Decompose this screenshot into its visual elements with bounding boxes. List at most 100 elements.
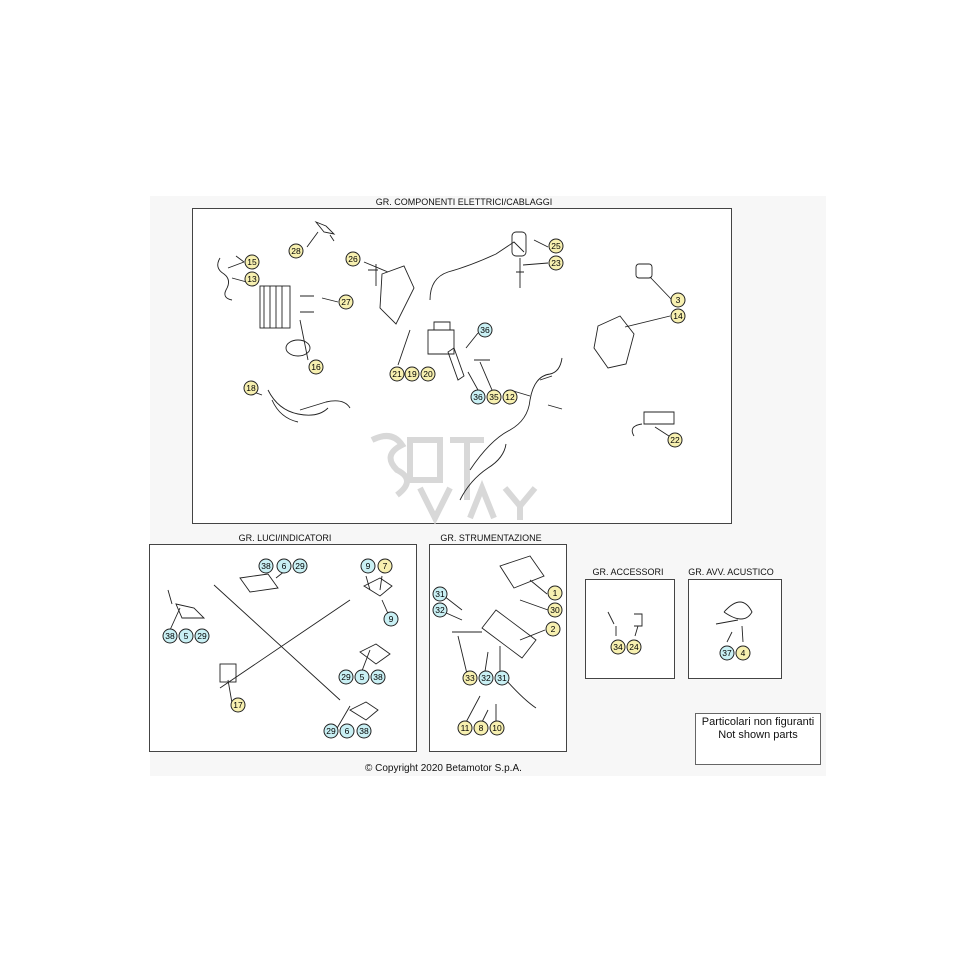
callout-badge: 9 (360, 558, 376, 574)
callout-num: 38 (261, 561, 271, 571)
callout-badge: 38 (370, 669, 386, 685)
callout-badge: 7 (377, 558, 393, 574)
callout-num: 29 (326, 726, 336, 736)
callout-badge: 27 (338, 294, 354, 310)
callout-num: 33 (465, 673, 475, 683)
callout-num: 19 (407, 369, 417, 379)
panel-cablaggi (192, 208, 732, 524)
callout-badge: 15 (244, 254, 260, 270)
callout-num: 31 (435, 589, 445, 599)
not-shown-title-it: Particolari non figuranti (701, 716, 815, 728)
title-cablaggi: GR. COMPONENTI ELETTRICI/CABLAGGI (375, 197, 553, 207)
callout-badge: 6 (276, 558, 292, 574)
callout-badge: 16 (308, 359, 324, 375)
title-acustico: GR. AVV. ACUSTICO (688, 567, 774, 577)
callout-num: 3 (676, 295, 681, 305)
callout-num: 34 (613, 642, 623, 652)
callout-num: 7 (383, 561, 388, 571)
panel-acustico (688, 579, 782, 679)
callout-badge: 32 (432, 602, 448, 618)
callout-badge: 38 (356, 723, 372, 739)
callout-num: 21 (392, 369, 402, 379)
callout-badge: 8 (473, 720, 489, 736)
panel-accessori (585, 579, 675, 679)
callout-badge: 38 (258, 558, 274, 574)
callout-badge: 33 (462, 670, 478, 686)
callout-num: 36 (473, 392, 483, 402)
callout-num: 29 (295, 561, 305, 571)
callout-badge: 14 (670, 308, 686, 324)
watermark-logo (370, 433, 538, 525)
callout-badge: 19 (404, 366, 420, 382)
callout-badge: 5 (178, 628, 194, 644)
callout-badge: 37 (719, 645, 735, 661)
callout-num: 32 (481, 673, 491, 683)
callout-num: 24 (629, 642, 639, 652)
callout-num: 26 (348, 254, 358, 264)
callout-badge: 25 (548, 238, 564, 254)
callout-num: 9 (389, 614, 394, 624)
panel-strumentazione (429, 544, 567, 752)
callout-num: 29 (197, 631, 207, 641)
callout-num: 14 (673, 311, 683, 321)
callout-badge: 6 (339, 723, 355, 739)
callout-num: 38 (373, 672, 383, 682)
title-strumentazione: GR. STRUMENTAZIONE (440, 533, 542, 543)
callout-badge: 29 (194, 628, 210, 644)
callout-num: 11 (461, 723, 470, 733)
callout-num: 25 (551, 241, 561, 251)
callout-badge: 31 (494, 670, 510, 686)
callout-badge: 12 (502, 389, 518, 405)
callout-badge: 30 (547, 602, 563, 618)
callout-badge: 23 (548, 255, 564, 271)
callout-num: 10 (492, 723, 502, 733)
callout-num: 18 (246, 383, 256, 393)
callout-num: 5 (360, 672, 365, 682)
callout-num: 6 (282, 561, 287, 571)
callout-badge: 32 (478, 670, 494, 686)
callout-num: 27 (341, 297, 351, 307)
callout-badge: 35 (486, 389, 502, 405)
callout-num: 36 (480, 325, 490, 335)
callout-badge: 21 (389, 366, 405, 382)
title-accessori: GR. ACCESSORI (592, 567, 664, 577)
callout-num: 2 (551, 624, 556, 634)
callout-badge: 31 (432, 586, 448, 602)
callout-badge: 38 (162, 628, 178, 644)
callout-num: 15 (247, 257, 257, 267)
callout-badge: 29 (323, 723, 339, 739)
callout-badge: 18 (243, 380, 259, 396)
callout-badge: 24 (626, 639, 642, 655)
callout-badge: 10 (489, 720, 505, 736)
callout-badge: 5 (354, 669, 370, 685)
callout-badge: 36 (477, 322, 493, 338)
callout-num: 35 (489, 392, 499, 402)
callout-badge: 36 (470, 389, 486, 405)
callout-num: 29 (341, 672, 351, 682)
callout-badge: 29 (292, 558, 308, 574)
callout-num: 22 (670, 435, 680, 445)
callout-num: 4 (741, 648, 746, 658)
callout-badge: 34 (610, 639, 626, 655)
callout-num: 17 (233, 700, 243, 710)
not-shown-title-en: Not shown parts (718, 729, 798, 741)
callout-badge: 2 (545, 621, 561, 637)
callout-num: 12 (505, 392, 515, 402)
title-luci: GR. LUCI/INDICATORI (238, 533, 332, 543)
callout-badge: 17 (230, 697, 246, 713)
callout-badge: 1 (547, 585, 563, 601)
callout-num: 5 (184, 631, 189, 641)
callout-badge: 3 (670, 292, 686, 308)
callout-num: 6 (345, 726, 350, 736)
callout-num: 16 (311, 362, 321, 372)
callout-badge: 11 (457, 720, 473, 736)
callout-num: 31 (497, 673, 507, 683)
callout-badge: 4 (735, 645, 751, 661)
callout-num: 38 (359, 726, 369, 736)
callout-num: 13 (247, 274, 257, 284)
callout-badge: 26 (345, 251, 361, 267)
callout-num: 37 (722, 648, 732, 658)
callout-num: 20 (423, 369, 433, 379)
callout-badge: 20 (420, 366, 436, 382)
